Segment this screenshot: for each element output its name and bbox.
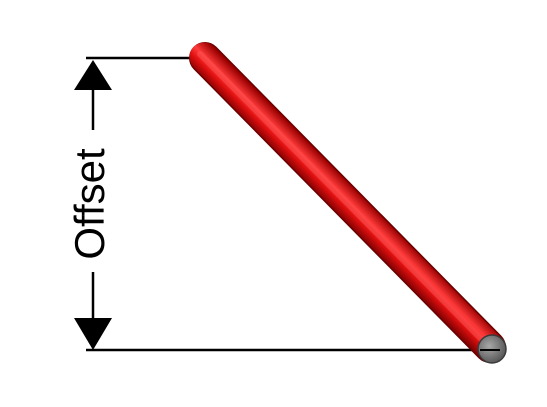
rod-highlight xyxy=(197,51,487,345)
arrow-up-icon xyxy=(74,60,112,90)
diagonal-rod xyxy=(189,42,504,361)
offset-label: Offset xyxy=(66,148,113,260)
arrow-down-icon xyxy=(74,318,112,350)
